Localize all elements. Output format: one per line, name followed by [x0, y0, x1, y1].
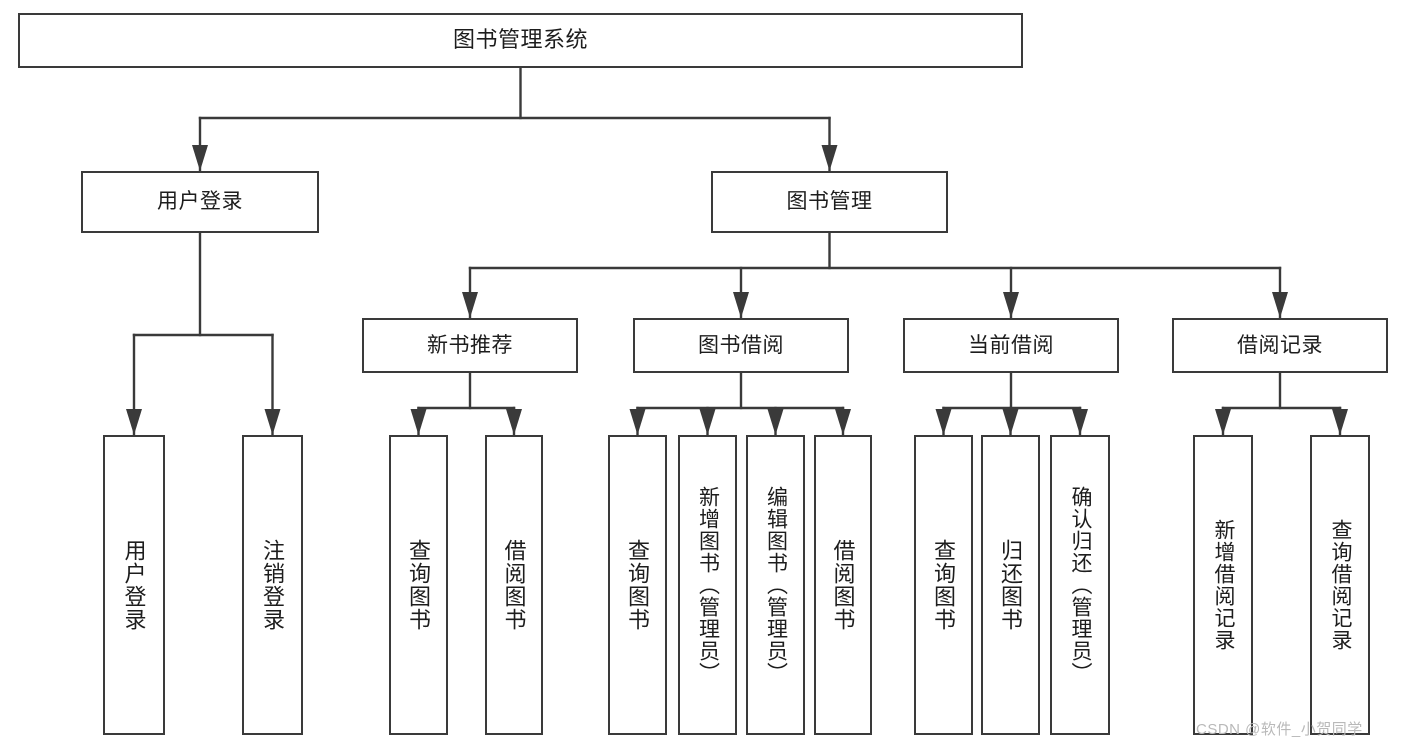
node-leaf-query-book-3[interactable]: 查询图书: [914, 435, 973, 735]
node-leaf-add-book-admin[interactable]: 新增图书（管理员）: [678, 435, 737, 735]
node-label: 查询图书: [406, 539, 432, 631]
node-leaf-logout[interactable]: 注销登录: [242, 435, 303, 735]
node-label: 当前借阅: [968, 333, 1054, 357]
node-leaf-borrow-book-2[interactable]: 借阅图书: [814, 435, 872, 735]
node-label: 借阅记录: [1237, 333, 1323, 357]
watermark: CSDN @软件_小贺同学: [1196, 721, 1363, 738]
node-leaf-return-book[interactable]: 归还图书: [981, 435, 1040, 735]
node-leaf-query-book-1[interactable]: 查询图书: [389, 435, 448, 735]
node-label: 新书推荐: [427, 333, 513, 357]
node-label: 借阅图书: [830, 539, 856, 631]
node-label: 用户登录: [157, 190, 243, 214]
node-current-borrowing[interactable]: 当前借阅: [903, 318, 1119, 373]
node-leaf-query-book-2[interactable]: 查询图书: [608, 435, 667, 735]
node-label: 图书借阅: [698, 333, 784, 357]
node-leaf-user-login[interactable]: 用户登录: [103, 435, 165, 735]
node-user-login[interactable]: 用户登录: [81, 171, 319, 233]
node-root-system[interactable]: 图书管理系统: [18, 13, 1023, 68]
node-label: 查询图书: [625, 539, 651, 631]
node-label: 编辑图书（管理员）: [764, 486, 788, 684]
node-label: 查询借阅记录: [1329, 519, 1353, 651]
node-label: 确认归还（管理员）: [1069, 486, 1093, 684]
node-label: 借阅图书: [501, 539, 527, 631]
node-label: 用户登录: [121, 539, 147, 631]
node-label: 查询图书: [931, 539, 957, 631]
node-book-management[interactable]: 图书管理: [711, 171, 948, 233]
node-label: 新增图书（管理员）: [696, 486, 720, 684]
node-leaf-confirm-return-admin[interactable]: 确认归还（管理员）: [1050, 435, 1110, 735]
node-label: 归还图书: [998, 539, 1024, 631]
node-label: 注销登录: [260, 539, 286, 631]
node-label: 新增借阅记录: [1212, 519, 1236, 651]
node-borrowing-record[interactable]: 借阅记录: [1172, 318, 1388, 373]
node-label: 图书管理: [786, 190, 873, 214]
node-label: 图书管理系统: [452, 27, 588, 53]
node-book-borrowing[interactable]: 图书借阅: [633, 318, 849, 373]
node-leaf-edit-book-admin[interactable]: 编辑图书（管理员）: [746, 435, 805, 735]
node-leaf-add-borrow-record[interactable]: 新增借阅记录: [1193, 435, 1253, 735]
node-leaf-borrow-book-1[interactable]: 借阅图书: [485, 435, 543, 735]
node-leaf-query-borrow-record[interactable]: 查询借阅记录: [1310, 435, 1370, 735]
node-new-book-recommendation[interactable]: 新书推荐: [362, 318, 578, 373]
